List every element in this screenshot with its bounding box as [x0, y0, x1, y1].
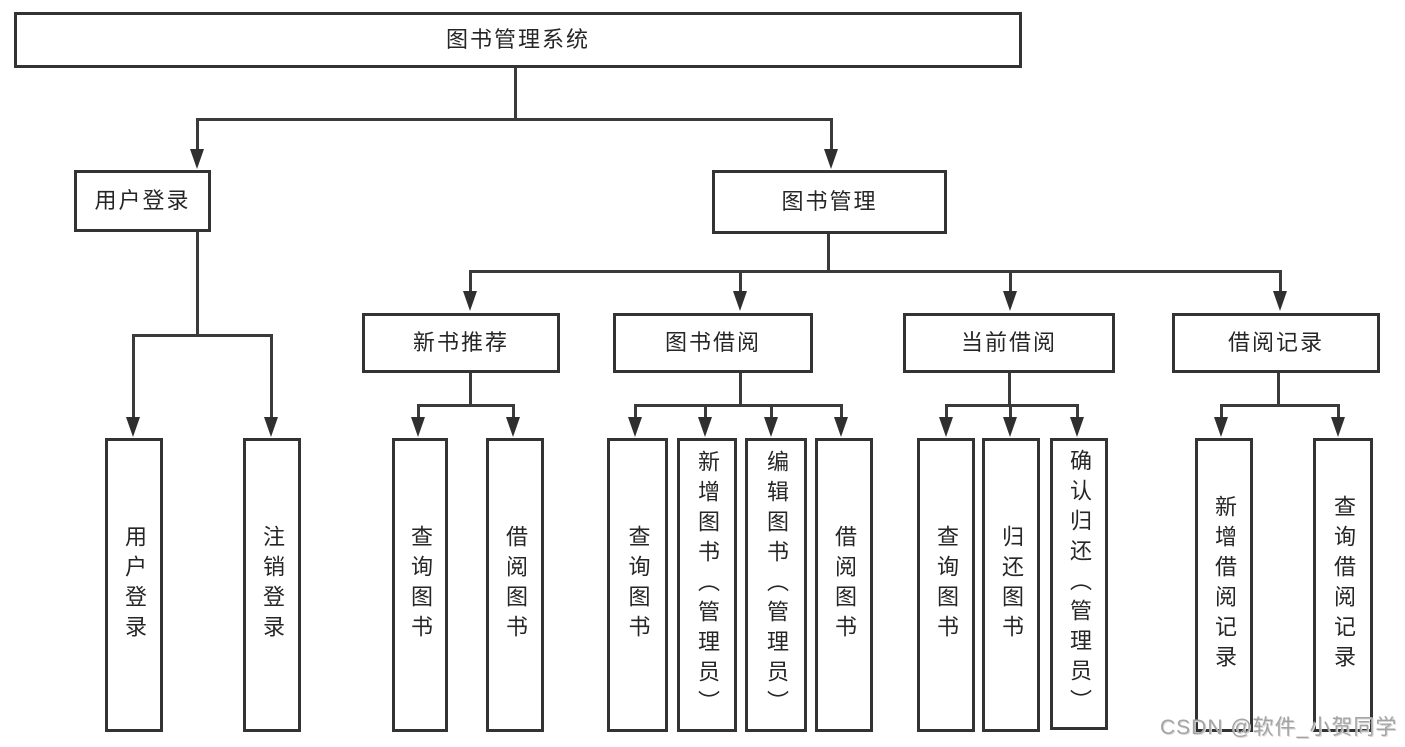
- connector-bb-drop-1: [634, 404, 637, 417]
- connector-user-stem: [196, 232, 199, 336]
- arrow-down-icon: [1331, 417, 1345, 437]
- connector-mgmt-drop-2: [739, 270, 742, 291]
- leaf-cb-return-books: 归还图书: [982, 438, 1040, 732]
- connector-root-stem: [514, 68, 517, 120]
- connector-root-bar: [196, 118, 833, 121]
- connector-cb-drop-2: [1009, 404, 1012, 417]
- arrow-down-icon: [698, 417, 712, 437]
- connector-cb-stem: [1008, 373, 1011, 407]
- connector-nbr-stem: [469, 373, 472, 407]
- arrow-down-icon: [1003, 291, 1017, 311]
- leaf-nbr-query-books: 查询图书: [392, 438, 448, 732]
- connector-br-drop-1: [1220, 404, 1223, 417]
- arrow-down-icon: [628, 417, 642, 437]
- node-book-management-branch: 图书管理: [712, 170, 947, 234]
- arrow-down-icon: [463, 291, 477, 311]
- arrow-down-icon: [1214, 417, 1228, 437]
- connector-bb-drop-4: [840, 404, 843, 417]
- leaf-br-query-record: 查询借阅记录: [1313, 438, 1373, 732]
- connector-cb-bar: [945, 404, 1079, 407]
- arrow-down-icon: [733, 291, 747, 311]
- arrow-down-icon: [834, 417, 848, 437]
- connector-mgmt-bar: [469, 270, 1281, 273]
- leaf-bb-query-books: 查询图书: [607, 438, 668, 732]
- arrow-down-icon: [190, 149, 204, 169]
- connector-user-drop-left: [132, 334, 135, 417]
- connector-cb-drop-1: [945, 404, 948, 417]
- leaf-user-login: 用户登录: [105, 438, 163, 732]
- node-book-borrowing: 图书借阅: [613, 313, 813, 373]
- connector-br-drop-2: [1337, 404, 1340, 417]
- node-user-login-branch: 用户登录: [74, 170, 211, 232]
- node-new-book-recommend: 新书推荐: [362, 313, 560, 373]
- leaf-cb-query-books: 查询图书: [917, 438, 975, 732]
- connector-nbr-drop-1: [417, 404, 420, 417]
- arrow-down-icon: [1003, 417, 1017, 437]
- node-borrowing-records: 借阅记录: [1172, 313, 1380, 373]
- arrow-down-icon: [1070, 417, 1084, 437]
- connector-nbr-bar: [417, 404, 515, 407]
- arrow-down-icon: [1273, 291, 1287, 311]
- leaf-cb-confirm-return-admin: 确认归还（管理员）: [1050, 438, 1108, 730]
- leaf-logout: 注销登录: [243, 438, 301, 732]
- arrow-down-icon: [824, 149, 838, 169]
- arrow-down-icon: [506, 417, 520, 437]
- connector-user-bar: [132, 334, 272, 337]
- connector-mgmt-stem: [827, 234, 830, 272]
- leaf-nbr-borrow-books: 借阅图书: [486, 438, 544, 732]
- connector-bb-stem: [739, 373, 742, 407]
- connector-nbr-drop-2: [512, 404, 515, 417]
- connector-bb-drop-3: [770, 404, 773, 417]
- connector-user-drop-right: [270, 334, 273, 417]
- connector-mgmt-drop-4: [1279, 270, 1282, 291]
- arrow-down-icon: [126, 417, 140, 437]
- connector-mgmt-drop-1: [469, 270, 472, 291]
- leaf-br-add-record: 新增借阅记录: [1195, 438, 1253, 732]
- arrow-down-icon: [939, 417, 953, 437]
- connector-br-bar: [1220, 404, 1340, 407]
- node-current-borrowing: 当前借阅: [903, 313, 1115, 373]
- leaf-bb-add-books-admin: 新增图书（管理员）: [677, 438, 737, 732]
- connector-cb-drop-3: [1076, 404, 1079, 417]
- connector-br-stem: [1277, 373, 1280, 407]
- arrow-down-icon: [764, 417, 778, 437]
- connector-bb-drop-2: [704, 404, 707, 417]
- leaf-bb-edit-books-admin: 编辑图书（管理员）: [745, 438, 807, 732]
- leaf-bb-borrow-books: 借阅图书: [815, 438, 873, 732]
- arrow-down-icon: [264, 417, 278, 437]
- connector-mgmt-drop-3: [1009, 270, 1012, 291]
- csdn-watermark: CSDN @软件_小贺同学: [1160, 716, 1398, 739]
- node-root: 图书管理系统: [14, 12, 1022, 68]
- connector-root-drop-right: [830, 118, 833, 149]
- connector-bb-bar: [634, 404, 842, 407]
- arrow-down-icon: [411, 417, 425, 437]
- connector-root-drop-left: [196, 118, 199, 149]
